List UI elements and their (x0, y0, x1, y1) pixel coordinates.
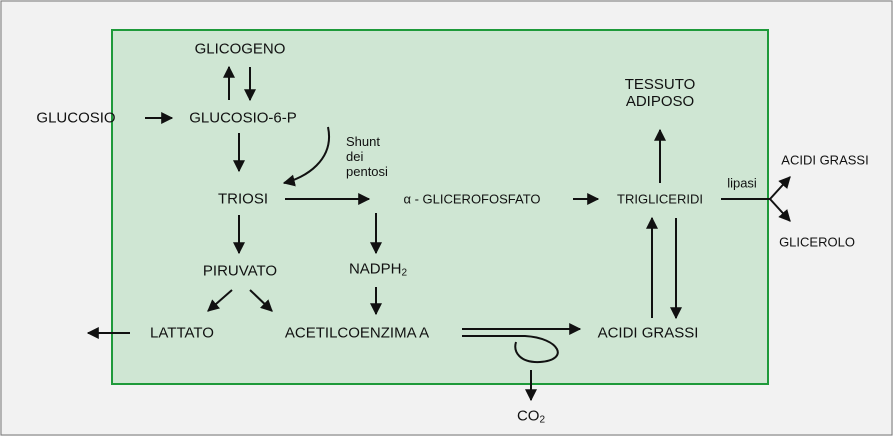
node-glucosio-6-p: GLUCOSIO-6-P (189, 109, 297, 127)
arrow-lipasi-to-acidigrassi (769, 176, 791, 200)
node-co2: CO2 (517, 408, 545, 429)
node-trigliceridi: TRIGLICERIDI (617, 191, 703, 207)
node-acidi-grassi: ACIDI GRASSI (597, 324, 699, 342)
cell-box (111, 29, 769, 385)
arrow-piruvato-to-lattato (207, 289, 233, 312)
node-glucosio: GLUCOSIO (36, 109, 116, 127)
node-acetilcoenzima-a: ACETILCOENZIMA A (284, 324, 430, 342)
arrow-piruvato-to-acetil (249, 289, 273, 312)
node-triosi: TRIOSI (217, 190, 269, 208)
node-tessuto-adiposo: TESSUTO ADIPOSO (625, 76, 696, 110)
arrow-shunt-curve (282, 126, 331, 187)
co2-base: CO (516, 407, 540, 425)
node-nadph2: NADPH2 (349, 261, 407, 282)
node-lattato: LATTATO (150, 324, 214, 342)
arrow-acetil-loop (462, 335, 559, 364)
shunt-line-1: Shunt (346, 134, 380, 149)
node-alpha-glicerofosfato: α - GLICEROFOSFATO (403, 191, 541, 207)
label-shunt-pentosi: Shunt dei pentosi (346, 134, 388, 179)
nadph-subscript: 2 (401, 267, 408, 279)
co2-subscript: 2 (539, 414, 546, 426)
node-glicogeno: GLICOGENO (194, 40, 286, 58)
tessuto-line-1: TESSUTO (624, 76, 696, 93)
tessuto-line-2: ADIPOSO (625, 93, 695, 110)
node-acidi-grassi-out: ACIDI GRASSI (781, 152, 869, 168)
shunt-line-2: dei (346, 149, 364, 164)
node-piruvato: PIRUVATO (202, 262, 278, 280)
label-lipasi: lipasi (727, 175, 757, 191)
nadph-base: NADPH (348, 260, 402, 278)
node-glicerolo: GLICEROLO (779, 234, 855, 250)
arrow-lipasi-to-glicerolo (769, 198, 791, 222)
shunt-line-3: pentosi (346, 164, 388, 179)
